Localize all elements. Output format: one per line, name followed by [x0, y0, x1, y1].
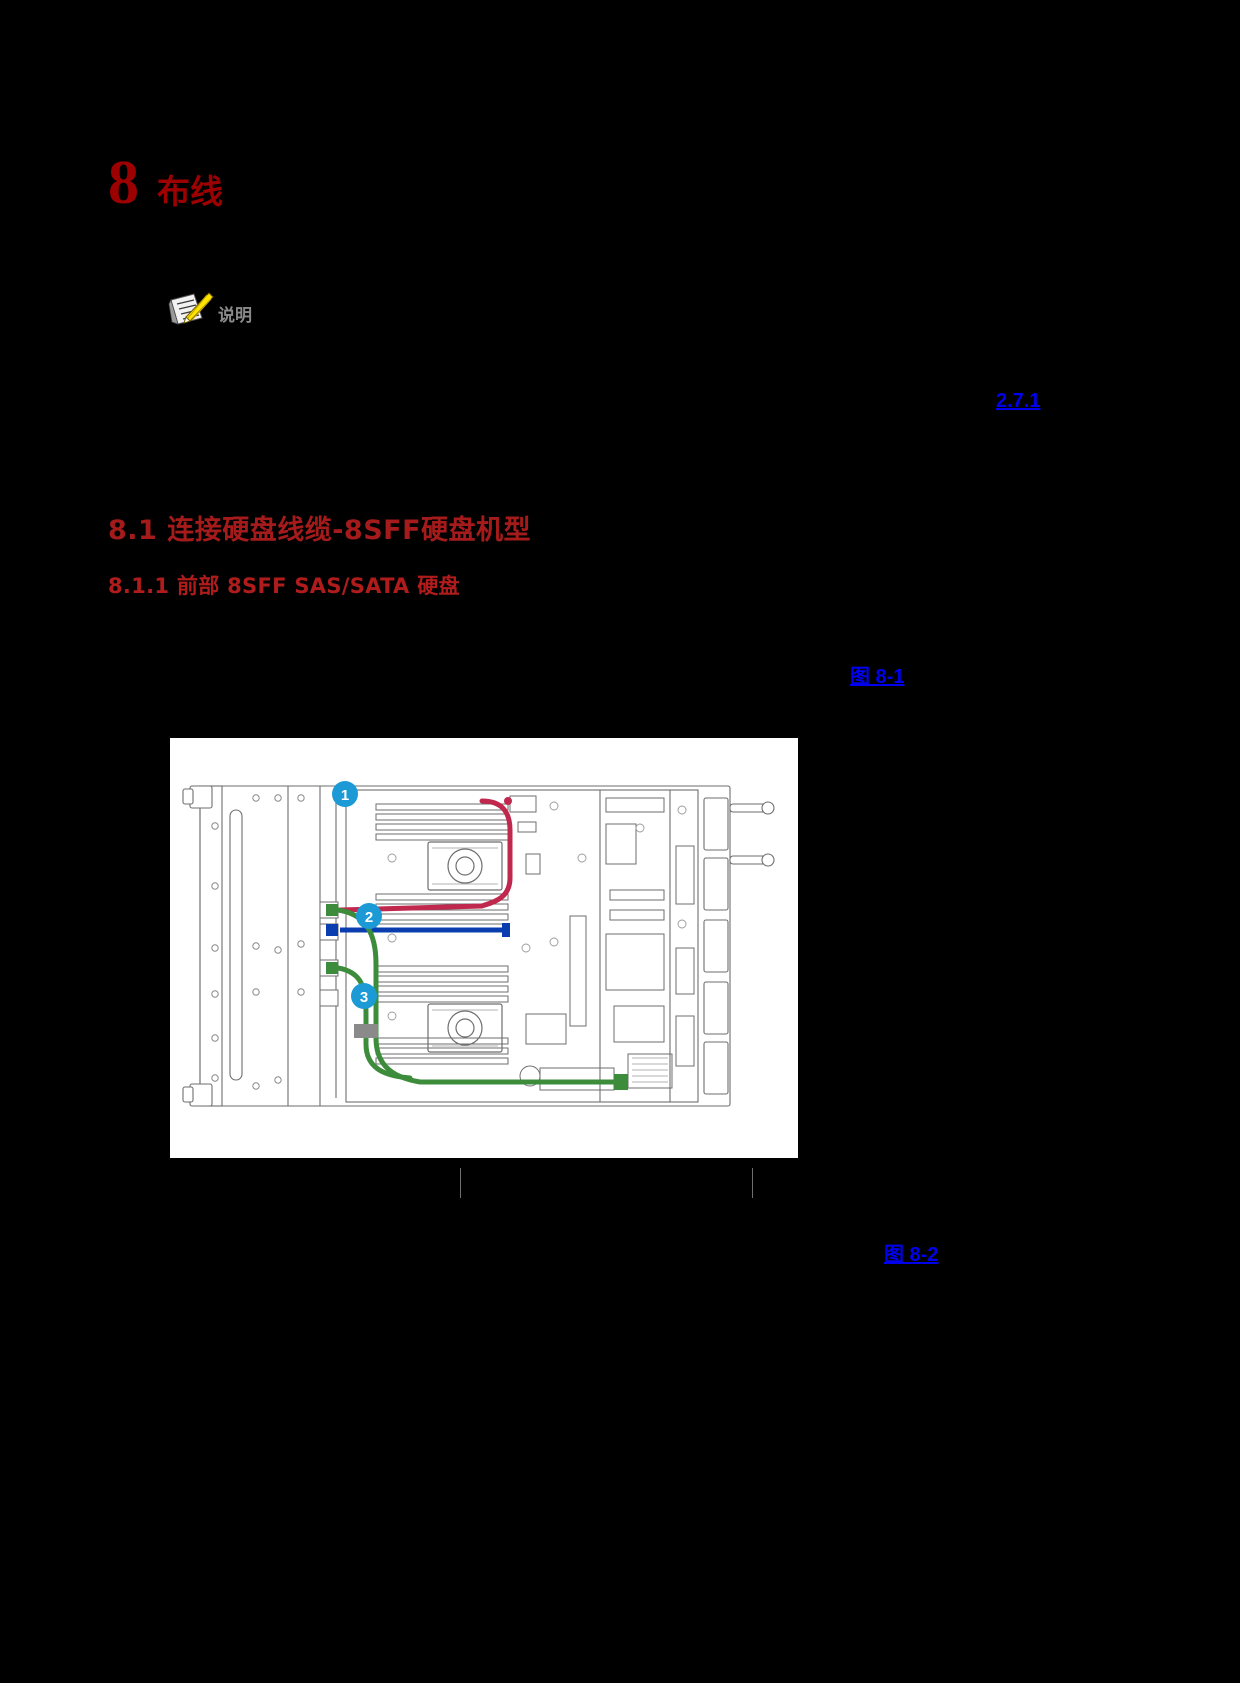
- link-figure-8-1[interactable]: 图 8-1: [850, 666, 905, 688]
- server-chassis-cabling-diagram: 1 2 3: [170, 738, 798, 1158]
- chapter-title: 布线: [157, 172, 223, 211]
- callout-2: 2: [356, 903, 382, 929]
- legend-column-rule-right: [752, 1168, 753, 1198]
- svg-text:1: 1: [341, 787, 349, 804]
- callout-1: 1: [332, 781, 358, 807]
- link-figure-8-2[interactable]: 图 8-2: [884, 1244, 939, 1266]
- svg-text:3: 3: [360, 989, 368, 1006]
- chapter-heading: 8 布线: [108, 152, 223, 214]
- note-label: 说明: [218, 306, 252, 326]
- note-block: 说明: [168, 292, 252, 326]
- svg-text:2: 2: [365, 909, 373, 926]
- link-section-2-7-1[interactable]: 2.7.1: [996, 390, 1041, 412]
- callout-3: 3: [351, 983, 377, 1009]
- chapter-number: 8: [108, 149, 139, 217]
- section-heading-8-1-1: 8.1.1 前部 8SFF SAS/SATA 硬盘: [108, 574, 460, 598]
- legend-column-rule-left: [460, 1168, 461, 1198]
- section-heading-8-1: 8.1 连接硬盘线缆-8SFF硬盘机型: [108, 515, 532, 546]
- note-pencil-icon: [168, 292, 214, 326]
